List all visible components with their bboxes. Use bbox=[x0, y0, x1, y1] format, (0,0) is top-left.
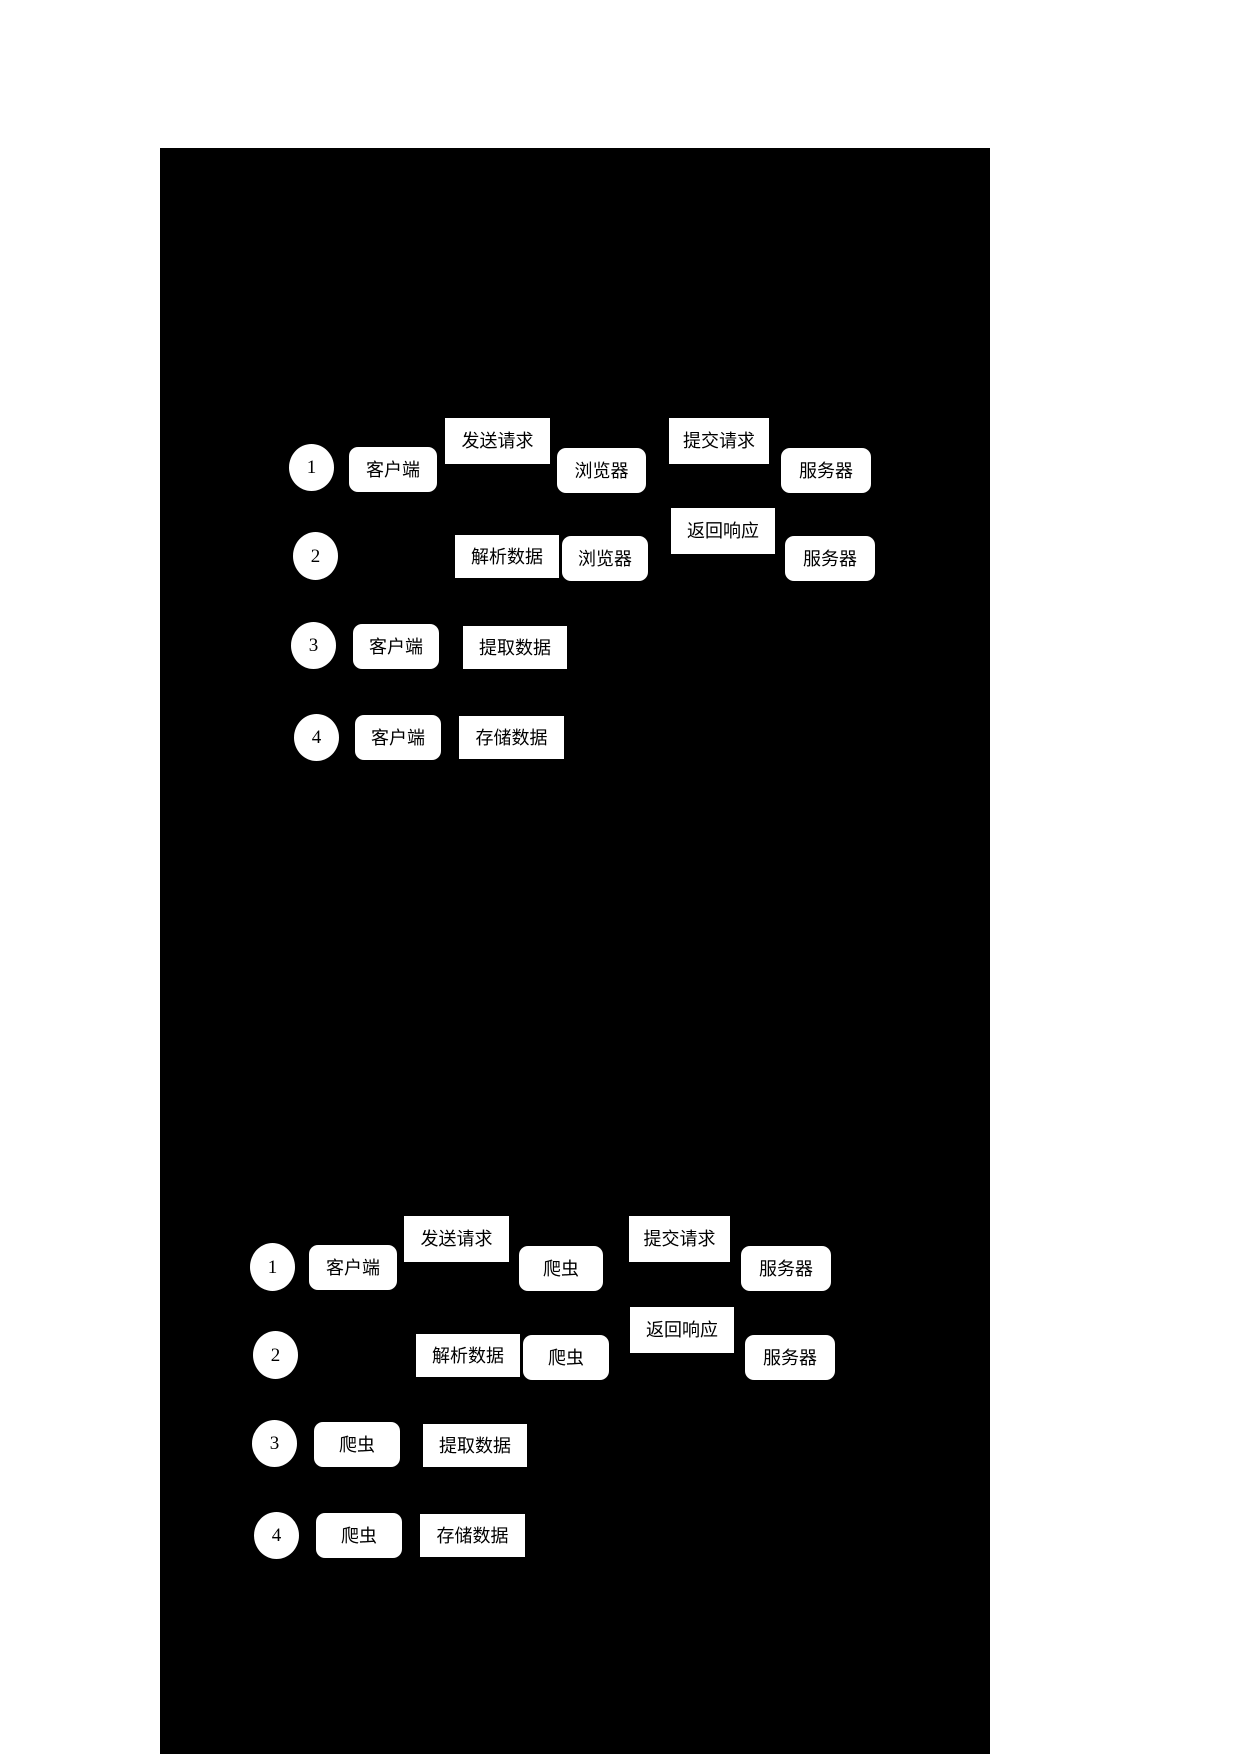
label-parse-data: 解析数据 bbox=[455, 535, 559, 578]
node-server: 服务器 bbox=[785, 536, 875, 581]
node-client: 客户端 bbox=[353, 624, 439, 669]
label-send-request: 发送请求 bbox=[445, 418, 550, 464]
node-spider: 爬虫 bbox=[316, 1513, 402, 1558]
node-server: 服务器 bbox=[781, 448, 871, 493]
label-submit-request: 提交请求 bbox=[669, 418, 769, 464]
label-return-response: 返回响应 bbox=[630, 1307, 734, 1353]
step-number-badge: 4 bbox=[254, 1512, 299, 1559]
node-server: 服务器 bbox=[745, 1335, 835, 1380]
label-return-response: 返回响应 bbox=[671, 508, 775, 554]
step-number-badge: 1 bbox=[289, 444, 334, 491]
label-submit-request: 提交请求 bbox=[629, 1216, 730, 1262]
step-number-badge: 2 bbox=[293, 532, 338, 580]
step-number-badge: 1 bbox=[250, 1243, 295, 1291]
step-number-badge: 3 bbox=[291, 622, 336, 669]
node-browser: 浏览器 bbox=[557, 448, 646, 493]
step-number-badge: 3 bbox=[252, 1420, 297, 1467]
node-browser: 浏览器 bbox=[562, 536, 648, 581]
node-client: 客户端 bbox=[309, 1245, 397, 1290]
label-extract-data: 提取数据 bbox=[463, 626, 567, 669]
node-server: 服务器 bbox=[741, 1246, 831, 1291]
step-number-badge: 4 bbox=[294, 714, 339, 761]
node-client: 客户端 bbox=[349, 447, 437, 492]
label-send-request: 发送请求 bbox=[404, 1216, 509, 1262]
label-store-data: 存储数据 bbox=[459, 716, 564, 759]
label-extract-data: 提取数据 bbox=[423, 1424, 527, 1467]
label-store-data: 存储数据 bbox=[420, 1514, 525, 1557]
node-spider: 爬虫 bbox=[314, 1422, 400, 1467]
node-client: 客户端 bbox=[355, 715, 441, 760]
label-parse-data: 解析数据 bbox=[416, 1334, 520, 1377]
step-number-badge: 2 bbox=[253, 1331, 298, 1379]
node-spider: 爬虫 bbox=[519, 1246, 603, 1291]
node-spider: 爬虫 bbox=[523, 1335, 609, 1380]
